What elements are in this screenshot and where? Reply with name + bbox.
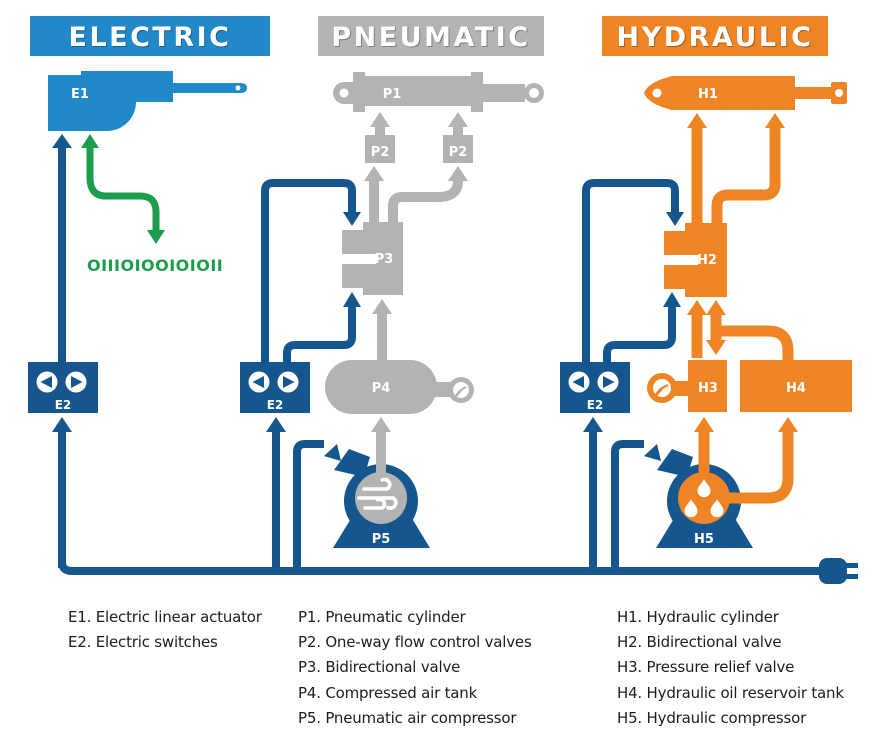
flow-arrow [694, 417, 714, 432]
e1-linear-actuator: E1 [48, 71, 247, 131]
flow-arrow [371, 417, 391, 432]
p2-label: P2 [449, 145, 468, 160]
power-bus-pipe [58, 556, 824, 575]
legend-pneumatic: P1. Pneumatic cylinder P2. One-way flow … [298, 605, 532, 731]
binary-signal-text: OIIIOIOOIOIOII [87, 256, 223, 275]
flow-arrow [343, 292, 361, 307]
e2-switch: E2 [28, 362, 98, 413]
flow-arrow [765, 113, 785, 128]
p3-label: P3 [375, 252, 394, 267]
h3-valve: H3 [647, 360, 727, 412]
h1-cylinder: H1 [644, 76, 847, 110]
gauge-stem [674, 381, 690, 396]
flow-arrow [778, 417, 798, 432]
e2-label: E2 [587, 398, 604, 412]
power-bus [58, 556, 858, 584]
h5-compressor: H5 [656, 417, 798, 548]
legend-item-h3: H3. Pressure relief valve [617, 658, 795, 677]
flow-arrow [663, 292, 681, 307]
legend-item-p3: P3. Bidirectional valve [298, 658, 461, 677]
e1-label: E1 [71, 87, 89, 102]
diagram-canvas: ELECTRIC OIIIOIOOIOIOII E1 E2 PNEUMATIC [28, 16, 858, 584]
h2-label: H2 [697, 253, 717, 268]
hydraulic-column: HYDRAULIC H1 H2 [560, 16, 852, 568]
p2-label: P2 [371, 145, 390, 160]
pneumatic-column: PNEUMATIC P1 P2 [240, 16, 544, 568]
flow-arrow [52, 417, 72, 432]
h5-label: H5 [694, 532, 714, 547]
p5-compressor: P5 [333, 417, 430, 548]
h1-label: H1 [698, 87, 718, 102]
gauge-icon [448, 377, 474, 403]
flow-arrow [687, 300, 707, 315]
flow-arrow [266, 417, 286, 432]
pneumatic-header [318, 16, 544, 56]
flow-arrow [706, 340, 726, 355]
air-pipe [388, 180, 463, 223]
p4-tank: P4 [325, 360, 474, 414]
oil-pipe [710, 432, 794, 504]
flow-arrow [372, 299, 392, 314]
legend-hydraulic: H1. Hydraulic cylinder H2. Bidirectional… [617, 605, 844, 731]
flow-arrow [644, 444, 661, 461]
p2-valve-right: P2 [443, 112, 473, 163]
p3-valve: P3 [342, 222, 403, 295]
legend-item-h4: H4. Hydraulic oil reservoir tank [617, 683, 844, 702]
flow-arrow [343, 212, 361, 226]
valve-control-pipe [261, 179, 356, 362]
flow-arrow [666, 212, 684, 226]
h3-label: H3 [698, 381, 718, 396]
compressor-feed-pipe [293, 440, 324, 568]
legend-item-p4: P4. Compressed air tank [298, 683, 478, 702]
p1-cylinder: P1 [333, 72, 544, 112]
oil-pipe [716, 325, 794, 360]
e2-label: E2 [55, 398, 72, 412]
h2-valve: H2 [664, 223, 727, 297]
electric-header-label: ELECTRIC [69, 22, 232, 53]
flow-arrow [324, 444, 341, 461]
wind-icon [357, 477, 398, 510]
e2-switch: E2 [240, 362, 310, 413]
hydraulic-header [602, 16, 828, 56]
pneumatic-header-label: PNEUMATIC [331, 22, 530, 53]
legend: E1. Electric linear actuator E2. Electri… [0, 605, 880, 754]
legend-item-p2: P2. One-way flow control valves [298, 633, 532, 652]
p1-label: P1 [383, 87, 402, 102]
flow-arrow [364, 166, 384, 181]
flow-arrow [448, 166, 468, 181]
hydraulic-header-label: HYDRAULIC [617, 22, 814, 53]
legend-item-h1: H1. Hydraulic cylinder [617, 608, 779, 626]
p5-label: P5 [372, 532, 391, 547]
h4-tank: H4 [740, 360, 852, 412]
legend-item-p5: P5. Pneumatic air compressor [298, 708, 517, 727]
e2-label: E2 [267, 398, 284, 412]
plug-icon [819, 558, 858, 584]
valve-control-pipe [582, 179, 679, 362]
electric-column: ELECTRIC OIIIOIOOIOIOII E1 E2 [28, 16, 270, 568]
oil-pipe [711, 128, 781, 223]
compressor-feed-pipe [611, 440, 644, 568]
electric-header [30, 16, 270, 56]
legend-item-e1: E1. Electric linear actuator [68, 608, 262, 626]
legend-item-h5: H5. Hydraulic compressor [617, 708, 807, 727]
flow-arrow [687, 113, 707, 128]
gauge-icon [647, 373, 677, 403]
e2-switch: E2 [560, 362, 630, 413]
valve-control-pipe [283, 307, 356, 362]
p2-valve-left: P2 [365, 112, 395, 163]
legend-item-p1: P1. Pneumatic cylinder [298, 608, 466, 626]
legend-item-e2: E2. Electric switches [68, 633, 218, 652]
flow-arrow [706, 300, 726, 315]
legend-electric: E1. Electric linear actuator E2. Electri… [68, 605, 262, 655]
legend-item-h2: H2. Bidirectional valve [617, 633, 782, 652]
flow-arrow [583, 417, 603, 432]
valve-control-pipe [603, 307, 676, 362]
h4-label: H4 [786, 381, 806, 396]
flow-arrow [52, 134, 72, 148]
p4-label: P4 [372, 381, 391, 396]
signal-arrow [81, 134, 165, 244]
